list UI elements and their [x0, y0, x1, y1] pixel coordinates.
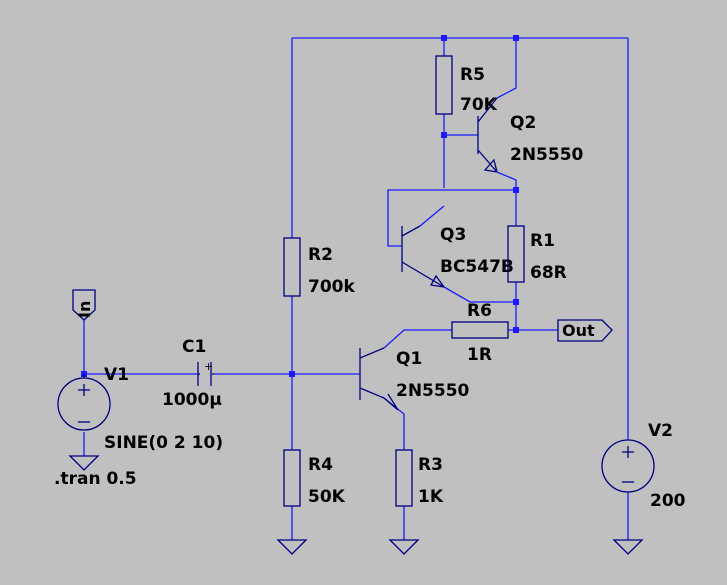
out-net-label[interactable]: Out — [557, 319, 613, 342]
resistor-r6[interactable]: R6 1R — [451, 301, 509, 365]
r4-value-label: 50K — [308, 487, 346, 507]
ground-symbol — [68, 455, 100, 471]
ground-symbol — [388, 539, 420, 555]
resistor-r2-body — [283, 237, 301, 297]
v2-plus-sign — [622, 446, 634, 458]
v1-ref-label: V1 — [104, 365, 129, 385]
resistor-r4-body — [283, 449, 301, 507]
transistor-q1[interactable]: Q1 2N5550 — [359, 347, 470, 411]
wire-q3-collector — [419, 205, 445, 227]
q1-emitter-arrow — [383, 393, 399, 411]
r5-ref-label: R5 — [460, 65, 485, 85]
r3-value-label: 1K — [418, 487, 444, 507]
wire-q3-base-loop — [387, 189, 516, 247]
r1-value-label: 68R — [530, 263, 567, 283]
resistor-r5[interactable]: R5 70K — [435, 55, 498, 115]
q3-emitter-lead — [401, 261, 445, 288]
junction-dot — [513, 35, 519, 41]
resistor-r1[interactable]: R1 68R — [507, 225, 567, 283]
q2-emitter-lead — [477, 149, 498, 173]
junction-dot — [289, 371, 295, 377]
wire-q1-collector — [383, 329, 452, 349]
ground-symbol — [276, 539, 308, 555]
q1-emitter-lead — [359, 387, 385, 399]
resistor-r5-body — [435, 55, 453, 115]
q3-emitter-arrow — [429, 274, 446, 288]
voltage-source-v1[interactable]: V1 SINE(0 2 10) — [57, 365, 223, 453]
v2-value-label: 200 — [650, 491, 686, 511]
transistor-q2[interactable]: Q2 2N5550 — [477, 97, 584, 173]
q2-collector-lead — [477, 97, 498, 123]
q1-collector-lead — [359, 347, 385, 359]
resistor-r3[interactable]: R3 1K — [395, 449, 444, 507]
transistor-q3[interactable]: Q3 BC547B — [401, 225, 514, 288]
r2-ref-label: R2 — [308, 245, 333, 265]
q2-value-label: 2N5550 — [510, 145, 584, 165]
wires — [83, 37, 629, 540]
v1-value-label: SINE(0 2 10) — [104, 433, 223, 453]
junctions — [81, 35, 519, 377]
r6-ref-label: R6 — [467, 301, 492, 321]
r1-ref-label: R1 — [530, 231, 555, 251]
junction-dot — [513, 327, 519, 333]
v1-plus-sign — [78, 384, 90, 396]
spice-directive[interactable]: .tran 0.5 — [54, 469, 137, 489]
junction-dot — [513, 187, 519, 193]
out-label: Out — [562, 321, 595, 340]
q1-ref-label: Q1 — [396, 349, 422, 369]
in-net-label[interactable]: In — [72, 289, 96, 321]
q2-ref-label: Q2 — [510, 113, 536, 133]
q3-ref-label: Q3 — [440, 225, 466, 245]
junction-dot — [441, 132, 447, 138]
in-label: In — [75, 301, 94, 318]
ground-symbol — [612, 539, 644, 555]
c1-ref-label: C1 — [182, 337, 206, 357]
r3-ref-label: R3 — [418, 455, 443, 475]
r6-value-label: 1R — [467, 345, 492, 365]
resistor-r3-body — [395, 449, 413, 507]
resistor-r2[interactable]: R2 700k — [283, 237, 355, 297]
r4-ref-label: R4 — [308, 455, 333, 475]
c1-value-label: 1000µ — [162, 390, 222, 410]
junction-dot — [513, 299, 519, 305]
q1-value-label: 2N5550 — [396, 381, 470, 401]
resistor-r6-body — [451, 321, 509, 339]
r2-value-label: 700k — [308, 277, 355, 297]
resistor-r4[interactable]: R4 50K — [283, 449, 346, 507]
capacitor-c1[interactable]: C1 1000µ + — [162, 337, 222, 410]
voltage-source-v2[interactable]: V2 200 — [601, 421, 686, 511]
out-flag-shape — [557, 319, 613, 342]
wire-q3-emitter — [443, 286, 516, 303]
q2-emitter-arrow — [483, 158, 498, 173]
v2-ref-label: V2 — [648, 421, 673, 441]
junction-dot — [441, 35, 447, 41]
q3-value-label: BC547B — [440, 257, 514, 277]
c1-plate-right-2 — [210, 362, 214, 386]
in-flag-shape — [72, 289, 96, 321]
v2-body — [601, 439, 655, 493]
c1-polarity-label: + — [204, 360, 213, 373]
wire-q2-emitter — [496, 171, 517, 226]
q3-collector-lead — [401, 225, 421, 237]
wire-q2-collector — [496, 38, 517, 99]
resistor-r1-body — [507, 225, 525, 283]
